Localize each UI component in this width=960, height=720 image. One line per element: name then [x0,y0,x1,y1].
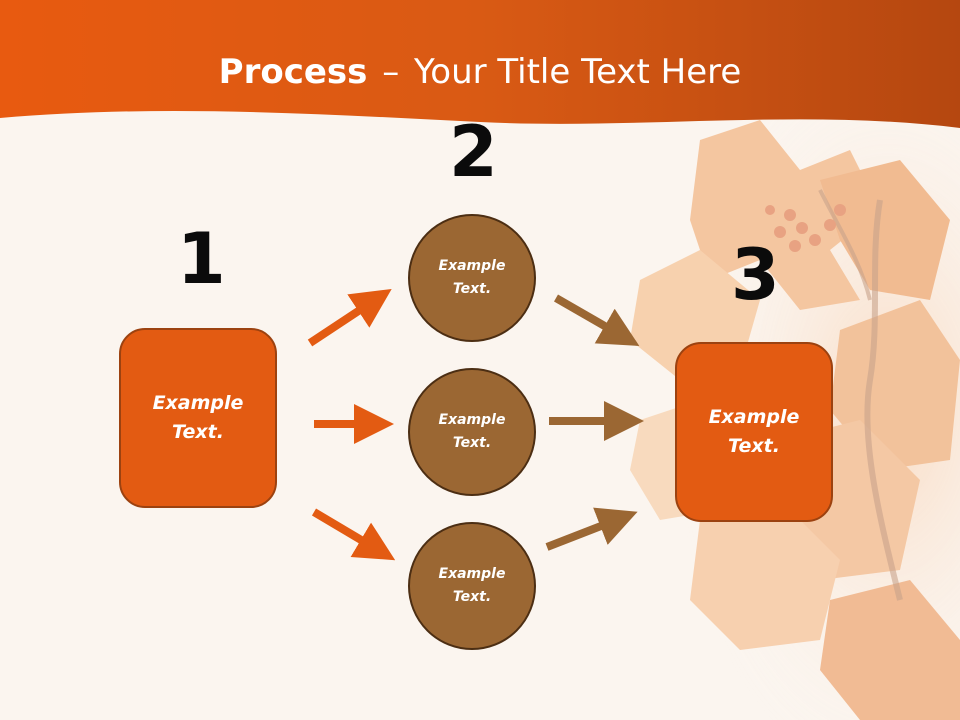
arrow-1-to-2a [307,288,392,347]
title-rest: Your Title Text Here [414,52,742,92]
step-3-text: Example Text. [708,406,800,457]
step-2-item-1-text: Example Text. [438,258,506,297]
arrow-1-to-2c [311,508,396,561]
step-3-box: Example Text. [675,342,833,522]
arrow-2a-to-3 [554,294,640,346]
step-number-2: 2 [449,111,498,193]
step-1-box: Example Text. [119,328,277,508]
arrow-2c-to-3 [545,507,638,551]
step-number-3: 3 [731,234,780,316]
step-2-circle-3: Example Text. [408,522,536,650]
step-number-1: 1 [177,218,226,300]
title-bold: Process [218,52,368,92]
title-dash: – [382,52,400,92]
step-2-circle-1: Example Text. [408,214,536,342]
step-2-item-3-text: Example Text. [438,566,506,605]
slide-title: Process – Your Title Text Here [0,52,960,92]
step-2-circle-2: Example Text. [408,368,536,496]
header-band [0,0,960,128]
step-2-item-2-text: Example Text. [438,412,506,451]
step-1-text: Example Text. [152,392,244,443]
